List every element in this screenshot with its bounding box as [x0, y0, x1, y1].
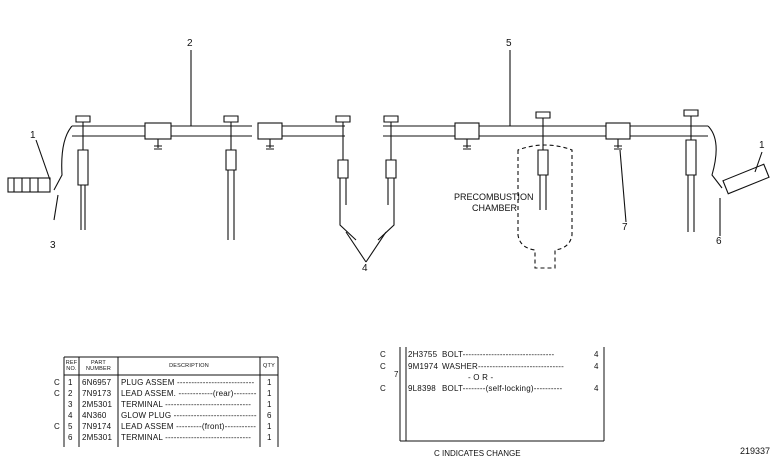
table-row: 4 4N360 GLOW PLUG ----------------------… [52, 411, 280, 420]
header-ref: REF NO. [65, 360, 78, 372]
qty: 4 [594, 350, 599, 359]
header-part: PART NUMBER [85, 360, 112, 372]
change-mark: C [380, 350, 386, 359]
description: BOLT--------(self-locking)---------- [442, 384, 563, 393]
change-mark: C [54, 389, 60, 398]
chamber-label-line2: CHAMBER [472, 203, 518, 213]
qty: 1 [267, 378, 272, 387]
table-row: C 2 7N9173 LEAD ASSEM. ------------(rear… [52, 389, 280, 398]
qty: 1 [267, 389, 272, 398]
parts-table: REF NO. PART NUMBER DESCRIPTION QTY C 1 … [52, 356, 280, 448]
ref-no: 4 [68, 411, 73, 420]
table-row: 3 2M5301 TERMINAL ----------------------… [52, 400, 280, 409]
callout-2: 2 [187, 38, 193, 49]
description: LEAD ASSEM ---------(front)----------- [121, 422, 257, 431]
bus-connector [144, 122, 172, 140]
bolt-ref-no: 7 [394, 370, 399, 379]
part-number: 7N9173 [82, 389, 112, 398]
header-qty: QTY [263, 363, 275, 369]
bus-connector [257, 122, 283, 140]
header-desc: DESCRIPTION [169, 363, 209, 369]
glow-plug [535, 111, 551, 210]
bus-bar-right [383, 125, 708, 137]
description: GLOW PLUG ----------------------------- [121, 411, 257, 420]
description: WASHER------------------------------ [442, 362, 564, 371]
glow-plug [683, 109, 699, 232]
change-mark: C [54, 422, 60, 431]
callout-1: 1 [759, 140, 765, 151]
glow-plug [75, 115, 91, 230]
table-row: C 9L8398 BOLT--------(self-locking)-----… [376, 384, 606, 393]
qty: 1 [267, 400, 272, 409]
callout-5: 5 [506, 38, 512, 49]
bus-connector [605, 122, 631, 140]
description: TERMINAL ------------------------------ [121, 433, 252, 442]
part-number: 7N9174 [82, 422, 112, 431]
ref-no: 6 [68, 433, 73, 442]
table-row: C 9M1974 WASHER-------------------------… [376, 362, 606, 371]
description: BOLT-------------------------------- [442, 350, 555, 359]
parts-table-grid [63, 356, 279, 447]
bus-connector [454, 122, 480, 140]
table-row: C 2H3755 BOLT---------------------------… [376, 350, 606, 359]
change-mark: C [380, 362, 386, 371]
change-footnote: C INDICATES CHANGE [434, 449, 521, 458]
part-number: 2H3755 [408, 350, 438, 359]
qty: 1 [267, 433, 272, 442]
ref-no: 3 [68, 400, 73, 409]
callout-1: 1 [30, 130, 36, 141]
change-mark: C [54, 378, 60, 387]
plug-assem-left [7, 177, 51, 193]
figure-number: 219337 [740, 446, 771, 456]
part-number: 9L8398 [408, 384, 436, 393]
ref-no: 5 [68, 422, 73, 431]
callout-6: 6 [716, 236, 722, 247]
table-row: - O R - [376, 373, 606, 382]
qty: 4 [594, 362, 599, 371]
table-row: C 5 7N9174 LEAD ASSEM ---------(front)--… [52, 422, 280, 431]
part-number: 2M5301 [82, 400, 113, 409]
glow-plug [335, 115, 357, 241]
qty: 4 [594, 384, 599, 393]
qty: 1 [267, 422, 272, 431]
table-row: 6 2M5301 TERMINAL ----------------------… [52, 433, 280, 442]
or-separator: - O R - [468, 373, 494, 382]
glow-plug [223, 115, 239, 240]
glow-plug-wiring-drawing [7, 50, 770, 269]
ref-no: 1 [68, 378, 73, 387]
change-mark: C [380, 384, 386, 393]
bolt-table: 7 C 2H3755 BOLT-------------------------… [376, 346, 606, 442]
part-number: 6N6957 [82, 378, 112, 387]
precombustion-chamber [517, 144, 573, 269]
callout-4: 4 [362, 263, 368, 274]
part-number: 9M1974 [408, 362, 439, 371]
chamber-label-line1: PRECOMBUSTION [454, 192, 534, 202]
callout-7: 7 [622, 222, 628, 233]
lead-front [707, 125, 723, 189]
glow-plug [377, 115, 399, 241]
description: TERMINAL ------------------------------ [121, 400, 252, 409]
callout-3: 3 [50, 240, 56, 251]
plug-assem-right [722, 163, 770, 195]
description: LEAD ASSEM. ------------(rear)-------- [121, 389, 257, 398]
description: PLUG ASSEM --------------------------- [121, 378, 255, 387]
table-row: C 1 6N6957 PLUG ASSEM ------------------… [52, 378, 280, 387]
part-number: 4N360 [82, 411, 107, 420]
lead-rear [53, 125, 73, 191]
part-number: 2M5301 [82, 433, 113, 442]
bolt-table-grid [399, 347, 605, 442]
qty: 6 [267, 411, 272, 420]
ref-no: 2 [68, 389, 73, 398]
